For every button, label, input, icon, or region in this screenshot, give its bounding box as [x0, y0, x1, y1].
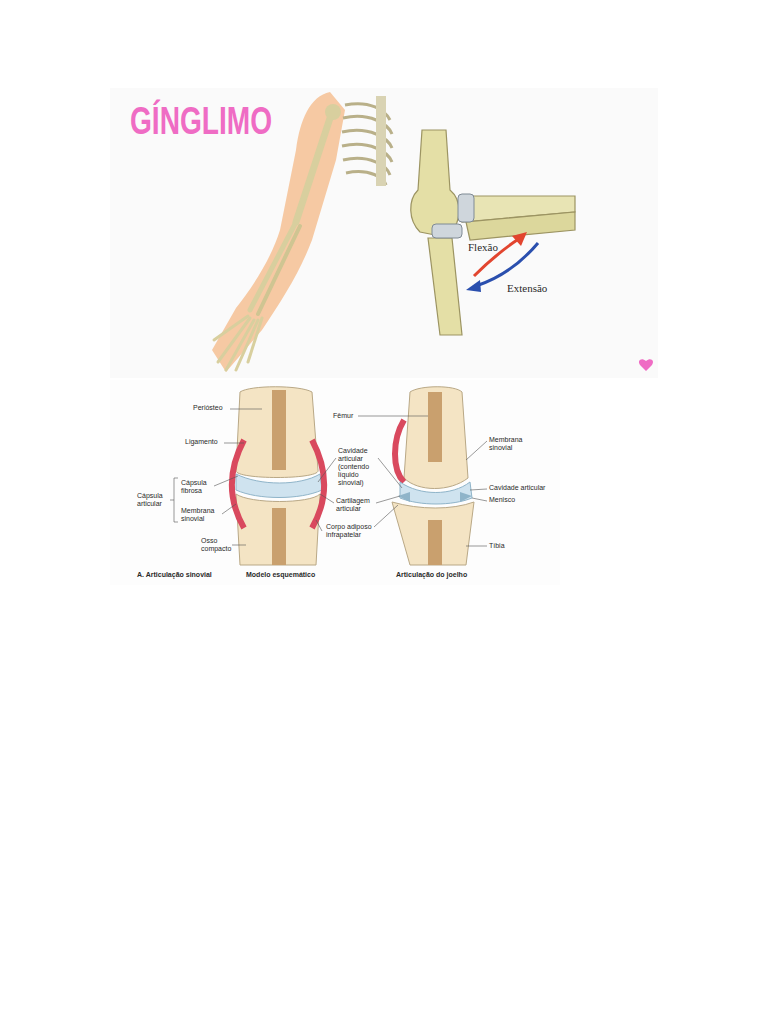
- synovial-membrane: [395, 420, 404, 482]
- part-label: Modelo esquemático: [246, 571, 315, 579]
- part-label: A. Articulação sinovial: [137, 571, 212, 579]
- synovial-membrane: [232, 440, 244, 528]
- part-label: Menisco: [489, 496, 515, 504]
- radius: [250, 222, 296, 310]
- part-label: Extensão: [507, 282, 547, 295]
- arrowhead: [512, 232, 527, 246]
- part-label: Cartilagem articular: [336, 497, 376, 513]
- meniscus: [460, 492, 472, 502]
- humerus-head: [325, 104, 341, 120]
- part-label: Cápsula fibrosa: [181, 479, 213, 495]
- marrow: [272, 508, 286, 565]
- cartilage: [432, 224, 462, 238]
- part-label: Corpo adiposo infrapatelar: [326, 523, 374, 539]
- cartilage: [458, 194, 474, 222]
- marrow: [272, 390, 286, 470]
- part-label: Osso compacto: [201, 537, 231, 553]
- part-label: Articulação do joelho: [396, 571, 467, 579]
- humerus-distal: [411, 130, 459, 236]
- joint-cavity: [400, 482, 472, 504]
- meniscus: [398, 492, 410, 502]
- lower-bone: [236, 494, 320, 565]
- part-label: Fêmur: [333, 412, 353, 420]
- ulna: [258, 226, 300, 314]
- part-label: Cavidade articular: [489, 484, 545, 492]
- synovial-membrane: [312, 440, 324, 528]
- part-label: Cápsula articular: [137, 492, 169, 508]
- tibia: [392, 502, 474, 565]
- leader-lines: [170, 409, 487, 546]
- illustration-ground: [110, 380, 560, 585]
- marrow: [428, 392, 442, 462]
- sternum: [376, 96, 386, 186]
- marrow: [428, 520, 442, 565]
- femur: [404, 387, 468, 489]
- part-label: Tíbia: [489, 542, 505, 550]
- upper-bone: [236, 387, 318, 478]
- part-label: Periósteo: [193, 404, 223, 412]
- part-label: Flexão: [468, 241, 498, 254]
- part-label: Cavidade articular (contendo líquido sin…: [338, 447, 380, 487]
- arrowhead: [466, 280, 481, 292]
- part-label: Membrana sinovial: [489, 436, 529, 452]
- humerus: [296, 112, 332, 222]
- part-label: Ligamento: [185, 438, 218, 446]
- hand-bones: [214, 316, 262, 370]
- joint-cavity: [236, 474, 322, 498]
- illustration-ground: [110, 88, 658, 378]
- title: GÍNGLIMO: [130, 102, 272, 140]
- heart-icon: [639, 359, 653, 371]
- part-label: Membrana sinovial: [181, 507, 221, 523]
- humerus-lower: [428, 238, 462, 335]
